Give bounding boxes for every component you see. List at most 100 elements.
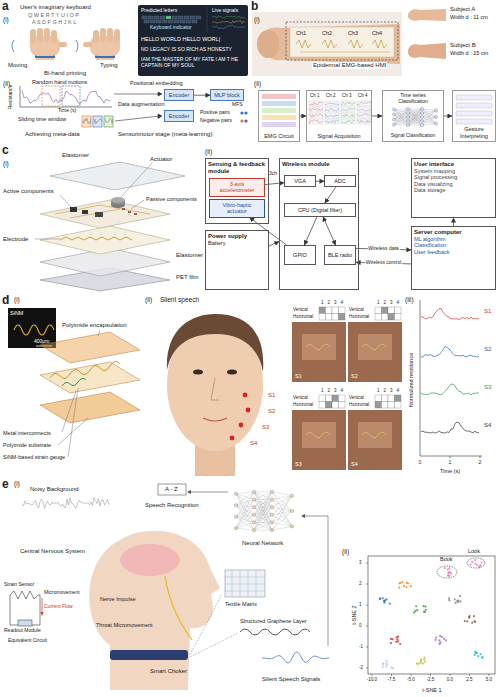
line-shape [98,330,100,336]
rect-shape [134,213,137,215]
line-shape [236,505,254,507]
rect-shape [456,111,492,116]
circle-shape [234,527,237,530]
line-shape [422,109,436,124]
polyline-shape [421,346,479,357]
line-shape [190,633,238,657]
silent-speech-system [10,484,328,690]
rect-shape [382,402,389,409]
screen [138,5,248,76]
text-label: SiNM [10,310,23,316]
text-label: SiNM-based strain gauge [3,454,65,460]
rect-shape [375,307,382,314]
circuit-block: BLE radio [324,245,356,265]
connector [269,242,279,246]
text-label: Passive components [146,196,197,202]
module-box: Sensing & feedback module3-axis accelero… [205,158,269,224]
text-label: S3 [484,384,491,391]
rect-shape [319,402,326,409]
line-shape [394,124,408,126]
rect-shape [178,16,183,19]
text-label: Strain Sensor [4,582,34,588]
rect-shape [382,314,389,321]
text-label: Equivalent Circuit [8,638,47,644]
edge-label: Wireless control [365,260,403,266]
circle-shape [392,113,395,116]
rect-shape [302,334,336,360]
circle-shape [420,660,422,662]
text-label: S1 [295,373,302,379]
node-text: System mapping [414,168,493,174]
circle-shape [481,657,483,659]
node-title: Time series Classification [385,93,441,105]
rect-shape [325,107,339,112]
text-label: Speech Recognition [145,502,199,509]
rect-shape [30,29,36,43]
text-label: Ch 4 [358,93,368,98]
line-shape [254,500,272,531]
rect-shape [332,307,339,314]
text-label: Actuator [150,156,172,163]
text-label: Electrode [3,236,28,243]
circle-shape [290,509,293,512]
line-shape [60,195,71,207]
rect-shape [339,395,346,402]
polyline-shape [212,21,245,24]
rect-shape [388,395,395,402]
line-shape [408,109,422,125]
circle-shape [438,639,440,641]
circle-shape [468,616,470,618]
circle-shape [379,597,381,599]
rect-shape [262,108,296,113]
circle-shape [439,635,441,637]
circle-shape [469,615,471,617]
text-label: Bi-hand printing [44,70,86,77]
circle-shape [474,621,476,623]
circle-shape [459,595,461,597]
circle-shape [416,663,418,665]
line-shape [394,117,408,125]
polyline-shape [421,309,479,320]
text-label: 3 [359,560,362,565]
node-title: VGA [287,178,313,184]
rect-shape [341,119,355,124]
text-label: S2 [268,408,275,415]
rect-shape [309,107,323,112]
line-shape [394,113,408,125]
rect-shape [325,119,339,124]
text-label: 3 [390,388,393,393]
path-shape [203,418,227,421]
circle-shape [478,566,480,568]
circle-shape [422,662,424,664]
node-text: Classification [414,242,493,248]
rect-shape [114,29,120,43]
line-shape [408,109,422,121]
circle-shape [448,575,450,577]
line-shape [422,121,436,124]
circle-shape [420,107,423,110]
text-label: Smart Choker [150,668,187,675]
line-shape [236,517,254,530]
rect-shape [339,314,346,321]
polygon-shape [40,392,140,423]
rect-shape [319,307,326,314]
text-label: Q W E R T Y U I O P [28,12,79,18]
rect-shape [18,620,32,626]
panel-letter: a [2,0,9,14]
circle-shape [474,620,476,622]
path-shape [301,514,305,518]
text-label: Ch 2 [326,93,336,98]
circle-shape [239,423,244,428]
node-title: CPU (Digital filter) [287,207,353,213]
text-label: Keyboard indicator [150,25,192,31]
line-shape [408,109,422,117]
circle-shape [464,620,466,622]
connector [325,187,336,203]
line-shape [422,110,436,121]
rect-shape [70,207,77,212]
path-shape [42,598,43,614]
polyline-shape [341,120,355,123]
circle-shape [456,600,458,602]
line-shape [236,507,254,528]
rect-shape [252,12,402,76]
